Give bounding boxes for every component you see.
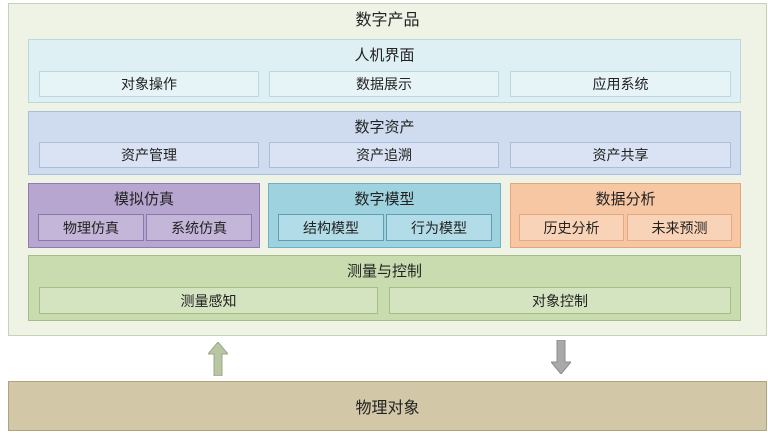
physical-object-block: 物理对象 [8,381,767,431]
digital-assets-title: 数字资产 [354,117,415,136]
model-item-behavior: 行为模型 [386,214,492,241]
hmi-title: 人机界面 [354,45,415,64]
analysis-item-forecast: 未来预测 [627,214,732,241]
hmi-item-data-display: 数据展示 [269,71,499,97]
asset-item-sharing: 资产共享 [510,142,731,168]
measure-control-title: 测量与控制 [346,261,422,280]
model-item-structure: 结构模型 [278,214,384,241]
asset-item-traceability: 资产追溯 [269,142,499,168]
simulation-item-physical: 物理仿真 [38,214,144,241]
hmi-item-application-system: 应用系统 [510,71,731,97]
data-analysis-title: 数据分析 [595,189,656,208]
analysis-item-history: 历史分析 [519,214,624,241]
simulation-item-system: 系统仿真 [146,214,252,241]
down-arrow-icon [551,340,571,374]
mc-item-sensing: 测量感知 [39,287,378,314]
asset-item-management: 资产管理 [39,142,259,168]
simulation-title: 模拟仿真 [113,189,174,208]
hmi-item-object-operation: 对象操作 [39,71,259,97]
digital-product-title: 数字产品 [355,10,420,29]
up-arrow-icon [208,342,228,376]
digital-model-title: 数字模型 [354,189,415,208]
mc-item-control: 对象控制 [389,287,731,314]
